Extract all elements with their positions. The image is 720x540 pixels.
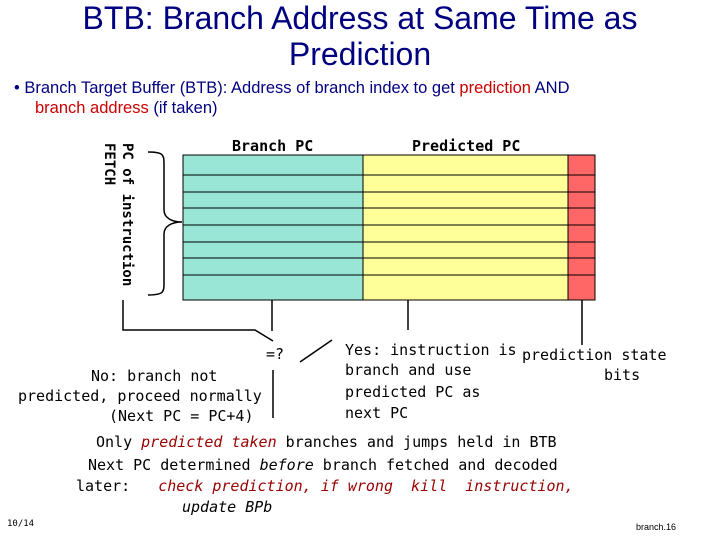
note-line-1: Only predicted taken branches and jumps …	[96, 433, 557, 451]
bullet-and: AND	[530, 79, 570, 97]
yes-line-2: branch and use	[345, 361, 472, 379]
no-line-1: No: branch not	[91, 367, 218, 385]
btb-table	[182, 154, 596, 301]
bullet-marker: •	[14, 79, 20, 97]
slide-title: BTB: Branch Address at Same Time as Pred…	[0, 0, 720, 72]
slide-number: branch.16	[636, 522, 677, 532]
slide-date: 10/14	[7, 519, 35, 529]
note-line-2: Next PC determined before branch fetched…	[88, 456, 558, 474]
pc-label-line-1: PC of instruction	[119, 143, 135, 287]
branch-pc-column	[182, 154, 364, 301]
bullet-text-1: Branch Target Buffer (BTB): Address of b…	[24, 79, 460, 97]
predicted-pc-header: Predicted PC	[412, 137, 521, 155]
no-line-3: (Next PC = PC+4)	[109, 407, 254, 425]
title-line-2: Prediction	[288, 36, 432, 72]
yes-line-1: Yes: instruction is	[345, 341, 517, 359]
title-line-1: BTB: Branch Address at Same Time as	[82, 0, 638, 36]
fetch-brace	[147, 151, 183, 296]
compare-yes-arrow	[299, 339, 333, 363]
bullet-branch-address: branch address	[35, 99, 149, 117]
no-line-2: predicted, proceed normally	[18, 387, 262, 405]
state-line-2: bits	[604, 366, 641, 384]
state-line-1: prediction state	[522, 346, 667, 364]
yes-line-4: next PC	[345, 404, 409, 422]
bullet-btb: • Branch Target Buffer (BTB): Address of…	[14, 78, 714, 118]
yes-line-3: predicted PC as	[345, 383, 481, 401]
pc-fetch-label: PC of instruction FETCH	[96, 143, 136, 295]
note-line-4: update BPb	[182, 498, 273, 516]
branch-pc-header: Branch PC	[232, 137, 314, 155]
state-bits-column	[567, 154, 596, 301]
pc-input-line	[122, 300, 274, 342]
bullet-if-taken: (if taken)	[148, 99, 218, 117]
pc-label-line-2: FETCH	[101, 143, 117, 186]
predicted-pc-column	[362, 154, 569, 301]
table-row-lines	[183, 174, 595, 276]
note-line-3: later:check prediction, if wrong kill in…	[76, 477, 574, 495]
bullet-prediction: prediction	[459, 79, 531, 97]
compare-symbol: =?	[266, 345, 285, 363]
